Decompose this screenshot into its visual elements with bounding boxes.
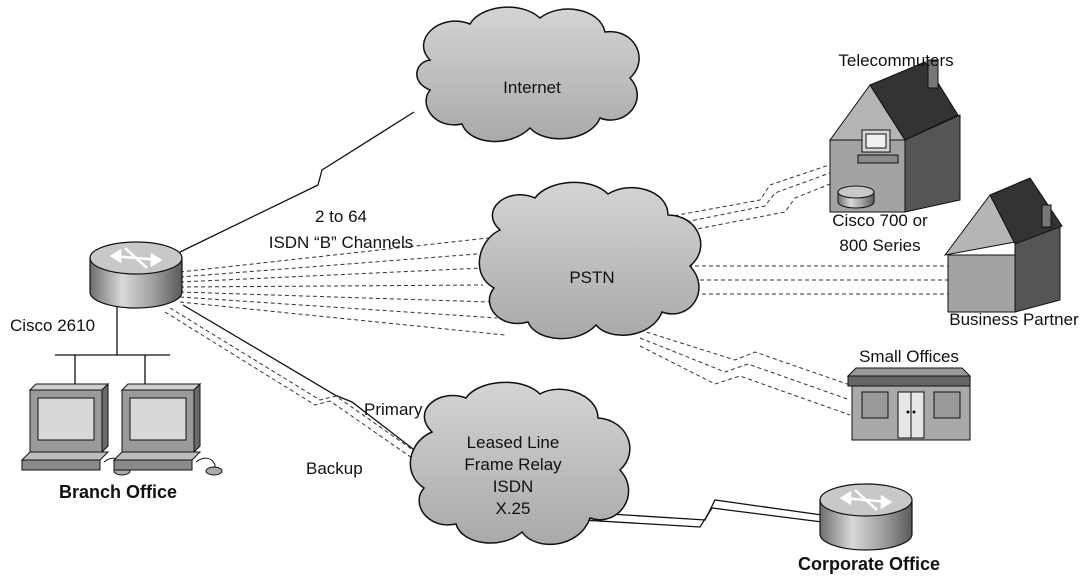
branch-pc-2-icon [112,382,223,476]
branch-pc-1-icon [20,382,131,476]
dashed-links [164,162,950,461]
isdn-label-1: 2 to 64 [315,207,367,226]
telecommuter-house-icon [829,59,961,213]
link-primary [182,304,431,463]
isdn-label-2: ISDN “B” Channels [269,233,414,252]
internet-label: Internet [503,78,561,97]
telecommuters-label: Telecommuters [838,51,953,70]
business-partner-house-icon [943,177,1063,313]
wan-cloud: Leased Line Frame Relay ISDN X.25 [409,381,631,545]
branch-router-icon [89,241,183,309]
cisco-small-label-1: Cisco 700 or [832,211,928,230]
internet-cloud: Internet [416,6,640,143]
wan-label-3: ISDN [493,477,534,496]
wan-label-4: X.25 [496,499,531,518]
backup-label: Backup [306,459,363,478]
wan-label-1: Leased Line [467,433,560,452]
link-internet [179,111,415,253]
pstn-label: PSTN [569,268,614,287]
business-partner-label: Business Partner [949,310,1079,329]
cisco-2610-label: Cisco 2610 [10,316,95,335]
wan-label-2: Frame Relay [464,455,562,474]
branch-office-label: Branch Office [59,482,177,502]
pstn-cloud: PSTN [478,181,702,340]
corporate-router-icon [819,483,913,551]
small-offices-label: Small Offices [859,347,959,366]
primary-label: Primary [364,400,423,419]
small-office-building-icon [846,367,972,441]
cisco-small-label-2: 800 Series [839,236,920,255]
corporate-office-label: Corporate Office [798,554,940,574]
